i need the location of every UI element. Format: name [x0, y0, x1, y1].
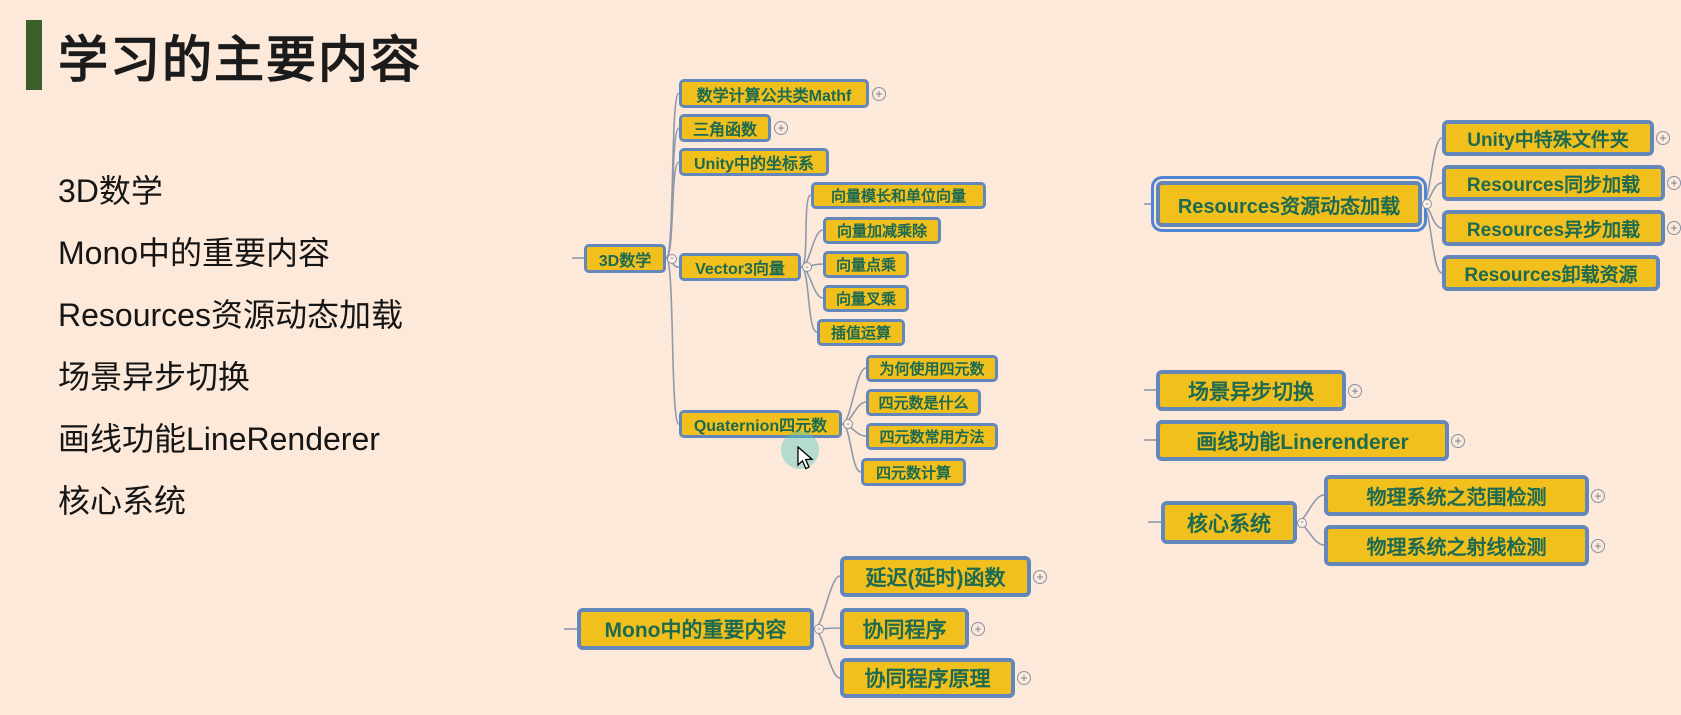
node-label: Resources同步加载 [1466, 174, 1641, 196]
expand-icon[interactable]: + [1667, 221, 1681, 235]
node-label: Unity中的坐标系 [693, 156, 814, 173]
expand-icon[interactable]: + [1033, 569, 1047, 584]
node-label: 画线功能Linerenderer [1196, 430, 1409, 454]
node-label: 协同程序原理 [864, 668, 991, 691]
outline-item: 场景异步切换 [58, 359, 251, 395]
mindmap-node-coroutine-principle[interactable]: 协同程序原理 + [840, 658, 1031, 698]
mindmap-node-quat-why[interactable]: 为何使用四元数 [866, 355, 998, 382]
mindmap-node-mathf[interactable]: 数学计算公共类Mathf + [679, 79, 886, 108]
expand-icon[interactable]: + [1591, 488, 1605, 503]
mindmap-node-core-system[interactable]: 核心系统 - [1161, 501, 1307, 544]
node-label: 3D数学 [598, 252, 652, 270]
mindmap-node-resources[interactable]: Resources资源动态加载 - [1156, 181, 1432, 227]
node-label: 四元数计算 [875, 464, 951, 482]
node-label: 四元数是什么 [878, 395, 969, 412]
collapse-icon[interactable]: - [1297, 517, 1307, 528]
title-accent-bar [26, 20, 42, 90]
node-label: Resources卸载资源 [1464, 264, 1638, 286]
mindmap-node-quaternion[interactable]: Quaternion四元数 - [679, 410, 853, 438]
mindmap-node-vec-arith[interactable]: 向量加减乘除 [823, 217, 941, 244]
node-label: 核心系统 [1187, 512, 1271, 536]
outline-item: 3D数学 [58, 173, 163, 209]
mindmap-node-quat-calc[interactable]: 四元数计算 [861, 458, 966, 486]
mindmap-node-vec-dot[interactable]: 向量点乘 [823, 251, 909, 278]
expand-icon[interactable]: + [1017, 671, 1031, 685]
mindmap-node-vector3[interactable]: Vector3向量 - [679, 253, 812, 281]
mindmap-node-coroutine[interactable]: 协同程序 + [840, 608, 985, 649]
expand-icon[interactable]: + [1451, 433, 1465, 448]
expand-icon[interactable]: + [872, 86, 886, 101]
expand-icon[interactable]: + [1591, 538, 1605, 553]
node-label: Mono中的重要内容 [604, 619, 787, 642]
node-label: 向量模长和单位向量 [830, 188, 966, 205]
mindmap-node-ray-detect[interactable]: 物理系统之射线检测 + [1324, 525, 1605, 566]
mindmap-node-mono[interactable]: Mono中的重要内容 - [577, 608, 824, 650]
node-label: 为何使用四元数 [879, 361, 985, 378]
content-outline: 3D数学 Mono中的重要内容 Resources资源动态加载 场景异步切换 画… [58, 160, 403, 532]
collapse-icon[interactable]: - [1422, 199, 1432, 210]
mindmap-node-quat-methods[interactable]: 四元数常用方法 [866, 423, 998, 450]
node-label: 场景异步切换 [1188, 380, 1314, 404]
node-label: 延迟(延时)函数 [865, 566, 1006, 590]
node-label: Unity中特殊文件夹 [1467, 129, 1629, 151]
outline-item: 核心系统 [58, 483, 187, 519]
mindmap-node-scene-switch[interactable]: 场景异步切换 + [1156, 370, 1362, 411]
node-label: 向量叉乘 [835, 291, 896, 308]
collapse-icon[interactable]: - [814, 624, 824, 635]
mindmap-node-delay[interactable]: 延迟(延时)函数 + [840, 556, 1047, 597]
expand-icon[interactable]: + [1348, 383, 1362, 398]
collapse-icon[interactable]: - [802, 262, 812, 273]
outline-item: 画线功能LineRenderer [58, 421, 380, 457]
node-label: 三角函数 [692, 122, 757, 139]
mindmap-node-trig[interactable]: 三角函数 + [679, 114, 788, 142]
mindmap-node-async-load[interactable]: Resources异步加载 + [1442, 210, 1681, 246]
page-title: 学习的主要内容 [58, 32, 422, 88]
node-label: 向量点乘 [835, 257, 896, 274]
collapse-icon[interactable]: - [843, 419, 853, 430]
node-label: 四元数常用方法 [879, 429, 985, 446]
node-label: 物理系统之射线检测 [1366, 537, 1547, 559]
node-label: Resources异步加载 [1466, 219, 1641, 241]
node-label: Quaternion四元数 [693, 418, 828, 435]
outline-item: Mono中的重要内容 [58, 235, 331, 271]
collapse-icon[interactable]: - [667, 253, 677, 264]
node-label: 协同程序 [862, 618, 947, 642]
mindmap-node-special-folders[interactable]: Unity中特殊文件夹 + [1442, 120, 1670, 156]
mindmap-node-quat-what[interactable]: 四元数是什么 [866, 389, 981, 416]
mindmap-node-line-renderer[interactable]: 画线功能Linerenderer + [1156, 420, 1465, 461]
expand-icon[interactable]: + [971, 621, 985, 636]
expand-icon[interactable]: + [774, 121, 788, 135]
mindmap-node-range-detect[interactable]: 物理系统之范围检测 + [1324, 475, 1605, 516]
expand-icon[interactable]: + [1656, 131, 1670, 145]
node-label: 插值运算 [830, 325, 891, 342]
mindmap-node-vec-magnitude[interactable]: 向量模长和单位向量 [811, 182, 986, 209]
node-label: Vector3向量 [695, 261, 785, 278]
node-label: 数学计算公共类Mathf [696, 87, 852, 105]
mindmap-node-vec-cross[interactable]: 向量叉乘 [823, 285, 909, 312]
mouse-cursor [797, 446, 814, 470]
mindmap-node-unload[interactable]: Resources卸载资源 [1442, 255, 1660, 291]
mindmap-node-3d-math[interactable]: 3D数学 - [584, 244, 677, 273]
node-label: Resources资源动态加载 [1177, 195, 1401, 218]
node-label: 向量加减乘除 [836, 223, 927, 240]
outline-item: Resources资源动态加载 [58, 297, 403, 333]
node-label: 物理系统之范围检测 [1366, 487, 1547, 509]
mindmap-node-coords[interactable]: Unity中的坐标系 [679, 148, 829, 176]
mindmap-node-vec-lerp[interactable]: 插值运算 [817, 319, 905, 346]
expand-icon[interactable]: + [1667, 176, 1681, 190]
mindmap-node-sync-load[interactable]: Resources同步加载 + [1442, 165, 1681, 201]
